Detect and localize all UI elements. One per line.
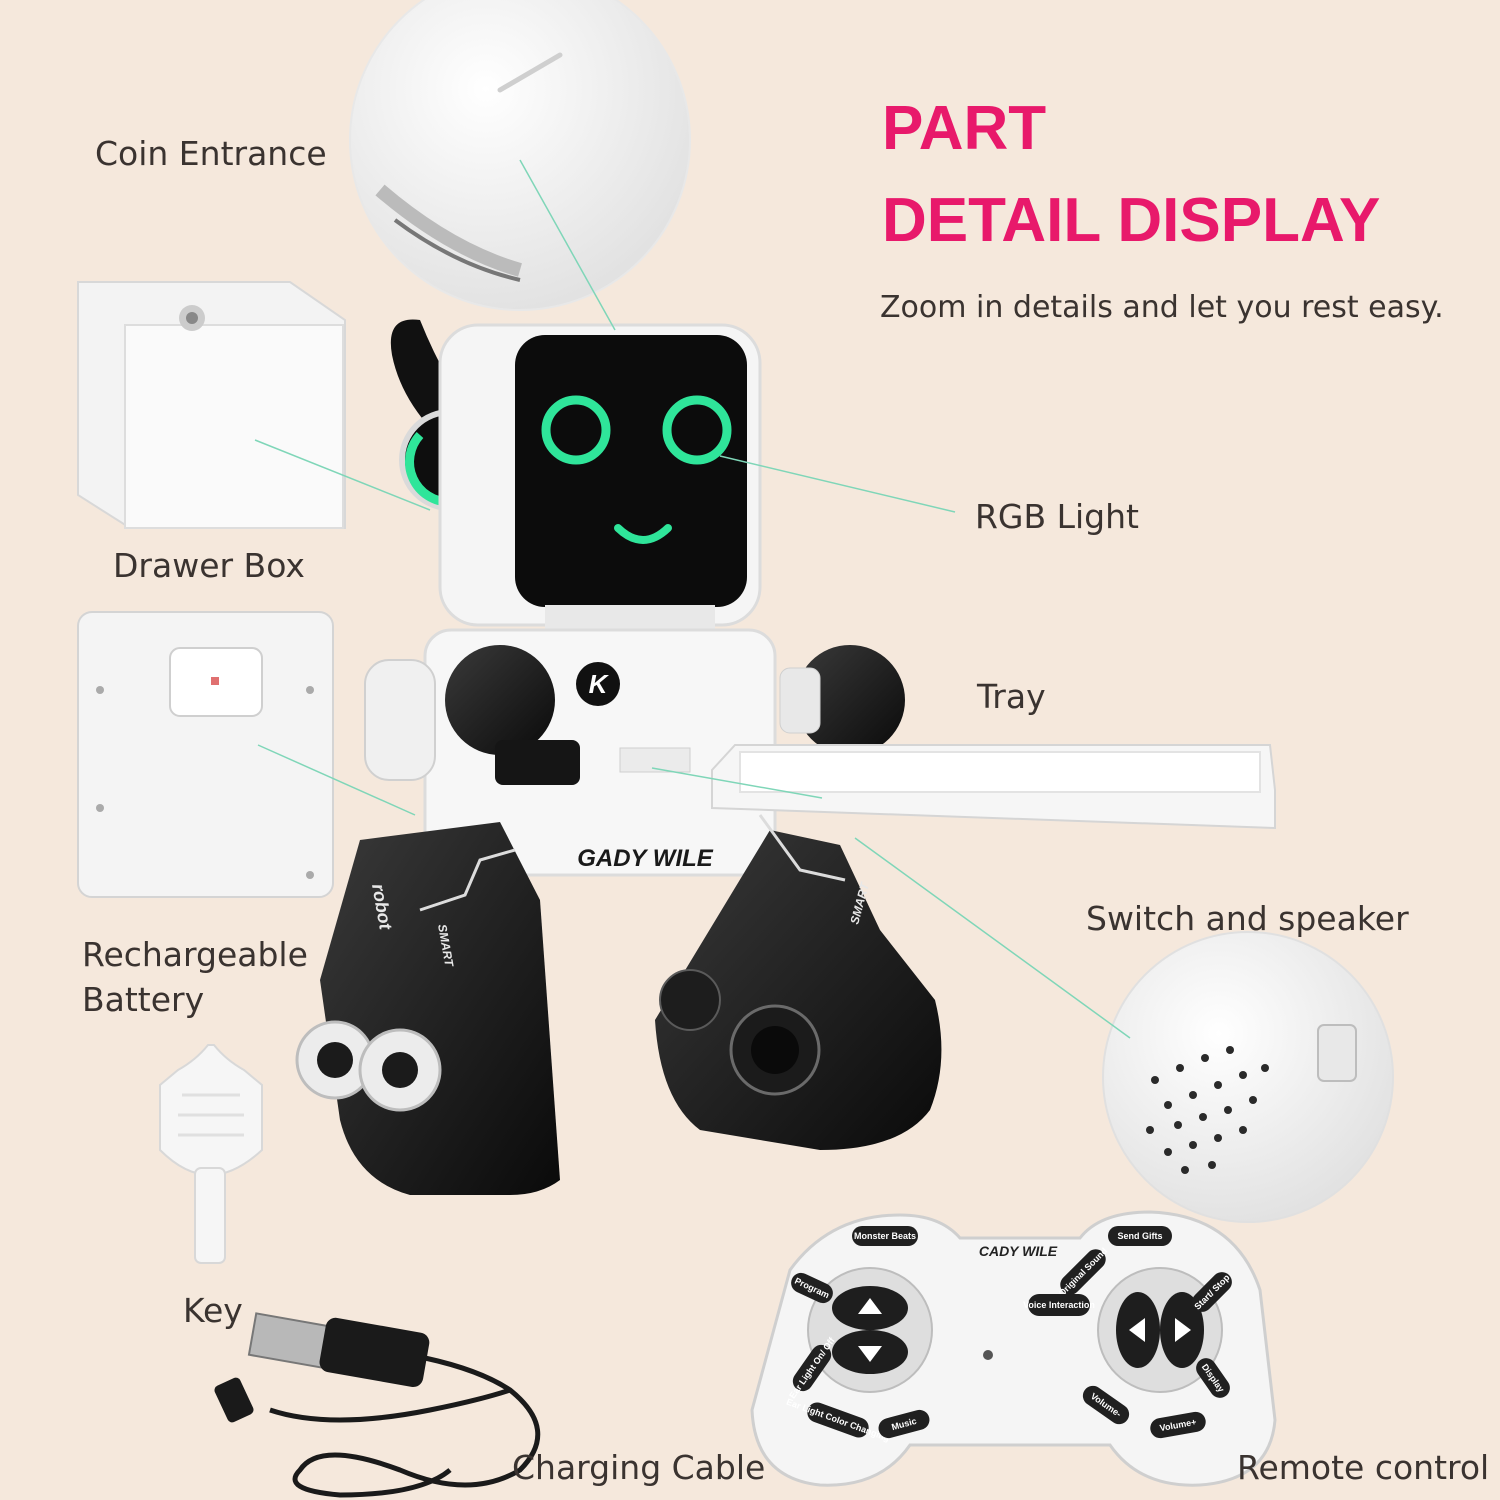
svg-text:Original Sound: Original Sound [1057,1246,1110,1299]
remote-button-volume-plus[interactable]: Volume+ [1149,1410,1208,1439]
label-remote-control: Remote control [1237,1448,1490,1487]
heading-line-2: DETAIL DISPLAY [882,186,1381,255]
coin-entrance-zoom [349,0,691,311]
right-eye-led [662,395,732,465]
charging-cable [214,1312,541,1498]
label-rechargeable-battery-line-1: Rechargeable [82,935,308,974]
remote-button-ear-light-on-off[interactable]: Ear Light On/ Off [783,1332,841,1403]
speaker-zoom [1102,931,1394,1223]
remote-button-ear-light-color-changing[interactable]: Ear Light Color Changing [783,1392,892,1448]
label-rechargeable-battery-line-2: Battery [82,980,205,1019]
left-eye-led [541,395,611,465]
label-rgb-light: RGB Light [975,497,1139,536]
label-switch-and-speaker: Switch and speaker [1086,899,1409,938]
svg-text:Ear Light Color Changing: Ear Light Color Changing [785,1397,891,1444]
svg-text:Ear Light On/ Off: Ear Light On/ Off [787,1335,837,1401]
remote-button-display[interactable]: Display [1192,1354,1234,1402]
heading-subtitle: Zoom in details and let you rest easy. [880,290,1444,325]
key-tool [159,1044,263,1264]
remote-button-program[interactable]: Program [788,1270,836,1307]
remote-control [750,1210,1277,1487]
label-drawer-box: Drawer Box [113,546,305,585]
label-tray: Tray [977,677,1046,716]
remote-button-monster-beats[interactable]: Monster Beats [852,1226,918,1246]
svg-text:Monster Beats: Monster Beats [854,1231,916,1241]
robot [295,319,1276,1195]
remote-button-original-sound[interactable]: Original Sound [1053,1242,1113,1302]
rechargeable-battery [77,611,334,898]
drawer-box [77,281,346,529]
remote-button-send-gifts[interactable]: Send Gifts [1108,1226,1172,1246]
remote-button-start-stop[interactable]: Start/ Stop [1188,1268,1236,1316]
speaker-grille [1146,1046,1269,1174]
remote-button-music[interactable]: Music [876,1408,931,1441]
remote-button-voice-interaction[interactable]: Voice Interaction [1023,1294,1095,1316]
leader-lines [254,159,1131,1039]
svg-text:Voice Interaction: Voice Interaction [1023,1300,1095,1310]
heading-line-1: PART [882,94,1047,163]
label-charging-cable: Charging Cable [512,1448,766,1487]
label-key: Key [183,1291,243,1330]
svg-text:Send Gifts: Send Gifts [1117,1231,1162,1241]
remote-button-volume-minus[interactable]: Volume- [1079,1382,1133,1428]
label-coin-entrance: Coin Entrance [95,134,327,173]
